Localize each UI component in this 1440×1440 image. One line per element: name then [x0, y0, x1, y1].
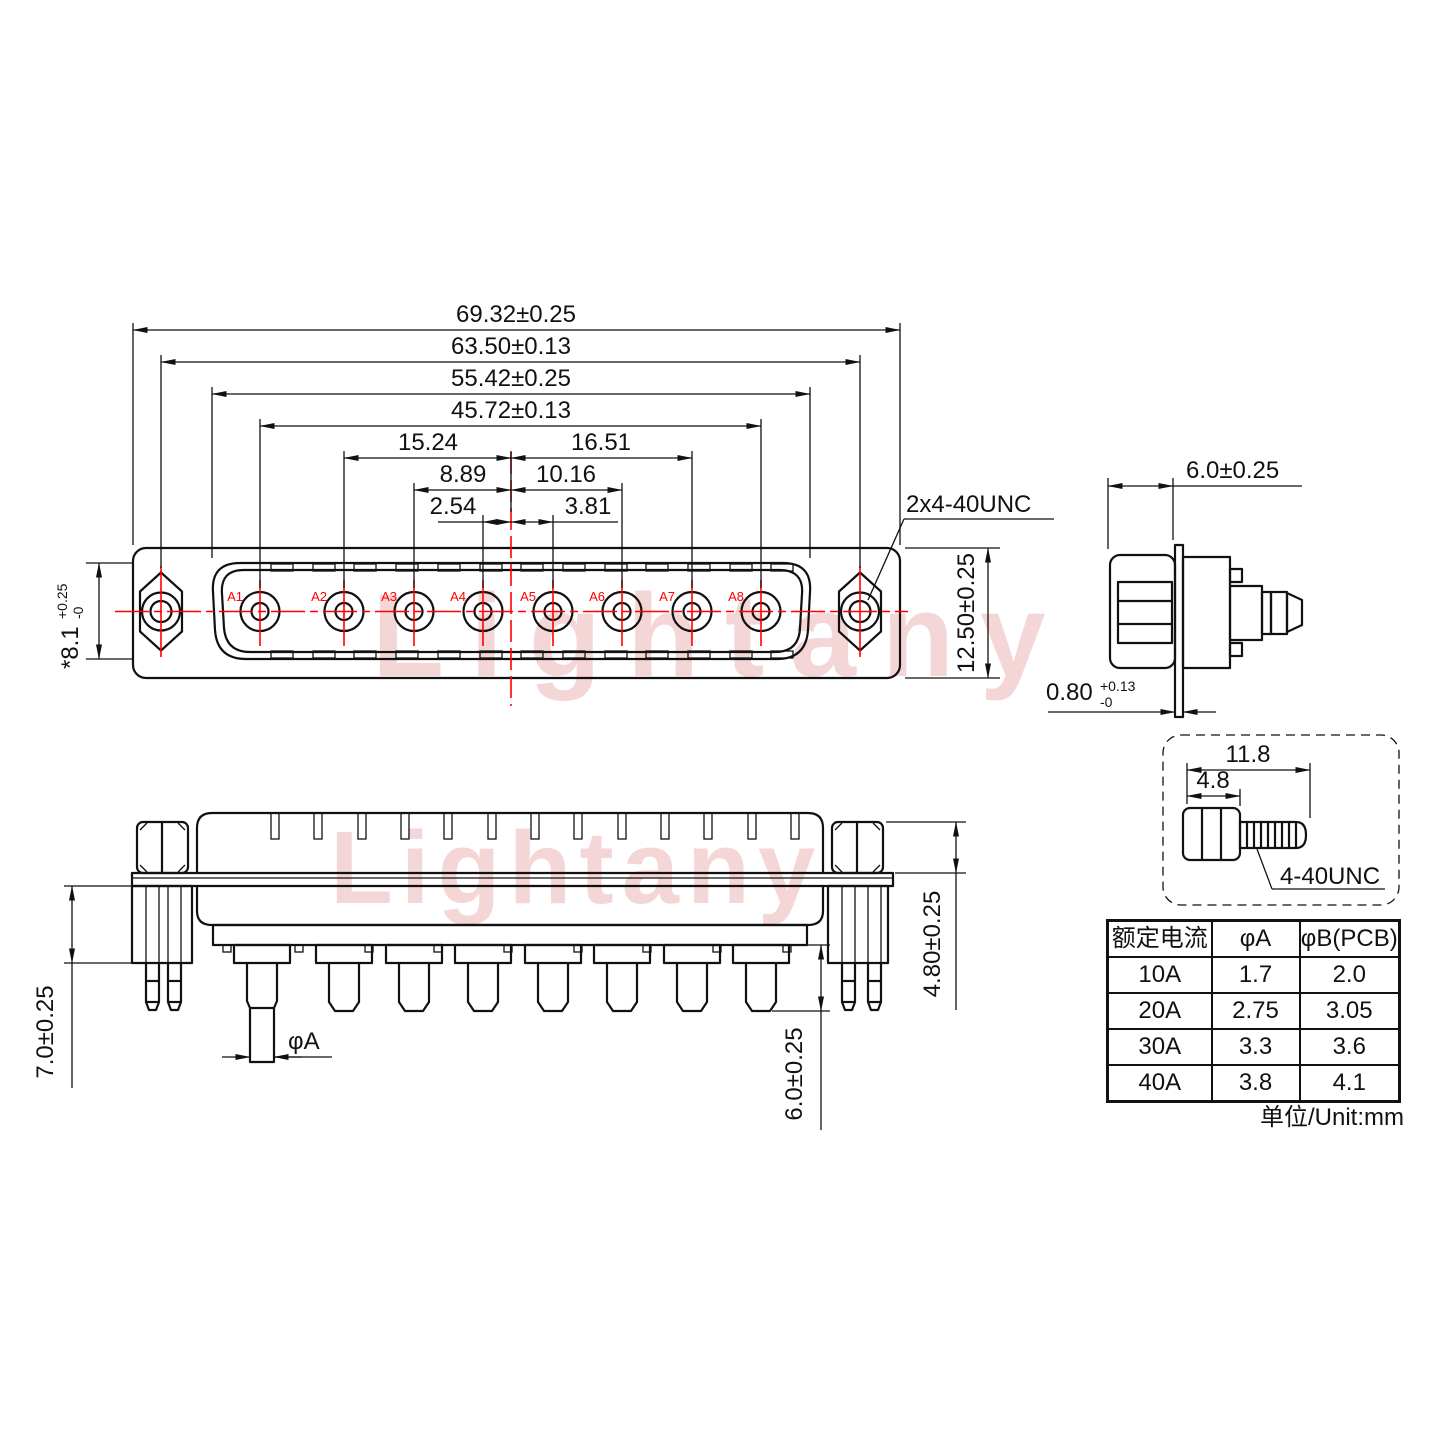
dim-center-a6: 10.16 [536, 461, 596, 488]
dim-screw-head: 4.8 [1196, 767, 1229, 794]
spec-cell: 2.0 [1298, 956, 1401, 994]
pin-label-a3: A3 [381, 589, 397, 604]
screw-detail: 11.8 4.8 4-40UNC [1162, 734, 1400, 906]
dim-a2-center: 15.24 [398, 429, 458, 456]
dim-pin-span: 45.72±0.13 [451, 397, 571, 424]
pin-labels: A1 A2 A3 A4 A5 A6 A7 A8 [227, 589, 744, 604]
dim-center-a5: 3.81 [565, 493, 612, 520]
extension-lines [132, 323, 901, 588]
spec-cell: 20A [1106, 992, 1213, 1030]
dim-center-a7: 16.51 [571, 429, 631, 456]
spec-table: 额定电流 φA φB(PCB) 10A 1.7 2.0 20A 2.75 3.0… [1106, 919, 1401, 1103]
pin-label-a6: A6 [589, 589, 605, 604]
dim-nut-height: 4.80±0.25 [919, 891, 946, 998]
spec-cell: 10A [1106, 956, 1213, 994]
pin-tip [1285, 591, 1304, 634]
spec-cell: 3.8 [1210, 1064, 1301, 1103]
front-view: A1 A2 A3 A4 A5 A6 A7 A8 [46, 301, 1054, 706]
spec-header-dia-a: φA [1210, 919, 1301, 958]
spec-cell: 3.6 [1298, 1028, 1401, 1066]
pin-label-a5: A5 [520, 589, 536, 604]
connector-body-outline [131, 546, 902, 680]
standoff-bodies [130, 884, 890, 965]
dimension-lines [86, 327, 1054, 679]
backshell-outline [1108, 553, 1177, 670]
spec-cell: 1.7 [1210, 956, 1301, 994]
screw-head [1181, 806, 1242, 862]
svg-text:7.0±0.25: 7.0±0.25 [32, 985, 59, 1078]
svg-text:6.0±0.25: 6.0±0.25 [781, 1027, 808, 1120]
spec-row: 40A 3.8 4.1 [1106, 1064, 1401, 1103]
spec-header-dia-b: φB(PCB) [1298, 919, 1401, 958]
spec-row: 20A 2.75 3.05 [1106, 992, 1401, 1030]
dim-a3-center: 8.89 [440, 461, 487, 488]
bottom-view: φA 7.0±0.25 4.80±0.25 6.0±0.25 [32, 811, 966, 1130]
svg-text:4.80±0.25: 4.80±0.25 [919, 891, 946, 998]
dim-body-height: 12.50±0.25 [953, 553, 980, 673]
thread-callout: 2x4-40UNC [906, 491, 1031, 518]
spec-cell: 4.1 [1298, 1064, 1401, 1103]
shell-side-outline [195, 811, 825, 873]
dim-overall-width: 69.32±0.25 [456, 301, 576, 328]
pin-label-a2: A2 [311, 589, 327, 604]
watermark-text: Lightany [330, 810, 823, 925]
d-shell-outer [211, 561, 812, 661]
pin-barrel [1228, 584, 1264, 642]
spec-cell: 40A [1106, 1064, 1213, 1103]
front-shell [1181, 555, 1232, 670]
insulator-rail [211, 923, 809, 947]
screw-thread-label: 4-40UNC [1280, 863, 1380, 890]
pin-label-a1: A1 [227, 589, 243, 604]
spec-header-row: 额定电流 φA φB(PCB) [1106, 919, 1401, 958]
screw-thread-shaft [1238, 820, 1308, 850]
dim-depth: 6.0±0.25 [1186, 457, 1279, 484]
spec-header-current: 额定电流 [1106, 919, 1213, 958]
spec-row: 30A 3.3 3.6 [1106, 1028, 1401, 1066]
dim-shell-width: 55.42±0.25 [451, 365, 571, 392]
shell-slots [270, 563, 794, 659]
mounting-nuts [138, 566, 883, 657]
spec-cell: 3.3 [1210, 1028, 1301, 1066]
dim-flange-thickness: 0.80 +0.13 -0 [1046, 670, 1142, 710]
flange-bar [130, 871, 895, 888]
mounting-pins [144, 963, 883, 1012]
dim-pin-length: 6.0±0.25 [781, 1027, 808, 1120]
pin-label-a8: A8 [728, 589, 744, 604]
dim-standoff-body-height: 7.0±0.25 [32, 985, 59, 1078]
spec-cell: 30A [1106, 1028, 1213, 1066]
power-pins-side [245, 963, 778, 1064]
svg-text:*8.1 +0.25 -0: *8.1 +0.25 -0 [46, 577, 86, 669]
dim-pin-diameter: φA [288, 1028, 320, 1055]
pin-label-a7: A7 [659, 589, 675, 604]
side-view: 6.0±0.25 0.80 +0.13 -0 [1046, 457, 1304, 719]
spec-cell: 3.05 [1298, 992, 1401, 1030]
pin-crosshairs [259, 580, 762, 646]
svg-text:12.50±0.25: 12.50±0.25 [953, 553, 980, 673]
spec-cell: 2.75 [1210, 992, 1301, 1030]
pin-label-a4: A4 [450, 589, 466, 604]
flange-plate [1173, 543, 1185, 719]
dim-face-height: *8.1 +0.25 -0 [46, 577, 86, 669]
pin-shoulders [232, 943, 791, 965]
unit-note: 单位/Unit:mm [1260, 1104, 1404, 1131]
hex-nut-side [1116, 580, 1174, 645]
spec-row: 10A 1.7 2.0 [1106, 956, 1401, 994]
d-shell-inner [220, 568, 804, 654]
dim-a4-center: 2.54 [430, 493, 477, 520]
shell-contact-slots [270, 812, 800, 840]
dim-screw-total: 11.8 [1226, 741, 1271, 768]
dim-mount-hole-span: 63.50±0.13 [451, 333, 571, 360]
